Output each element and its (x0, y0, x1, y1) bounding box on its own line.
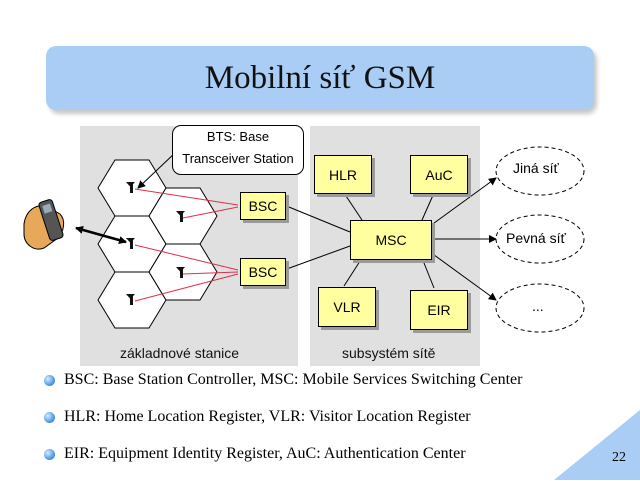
bullet-text: EIR: Equipment Identity Register, AuC: A… (64, 445, 466, 462)
auc-node: AuC (410, 155, 468, 194)
msc-hlr-link (343, 192, 363, 221)
msc-node: MSC (350, 220, 432, 260)
bullet-dot-icon (44, 374, 55, 386)
cloud-label-more: ... (532, 298, 544, 314)
cloud-label-fixed-network: Pevná síť (506, 230, 566, 246)
bts-link (134, 244, 239, 271)
msc-eir-link (421, 257, 435, 289)
bsc-msc-link (283, 204, 351, 233)
radio-link (75, 226, 127, 244)
bts-link (134, 273, 239, 302)
page-number: 22 (612, 450, 626, 465)
link-more-networks (429, 251, 497, 301)
antenna-icon (176, 267, 185, 278)
bullet-item: BSC: Base Station Controller, MSC: Mobil… (44, 370, 604, 390)
antenna-icon (126, 294, 135, 305)
bullet-dot-icon (44, 411, 55, 423)
antenna-icon (126, 182, 135, 193)
bullet-item: EIR: Equipment Identity Register, AuC: A… (44, 444, 604, 464)
bts-link (182, 271, 239, 275)
bts-bsc-links (134, 188, 239, 302)
bullet-text: BSC: Base Station Controller, MSC: Mobil… (64, 371, 523, 388)
vlr-node: VLR (318, 287, 376, 327)
legend-bullet-list: BSC: Base Station Controller, MSC: Mobil… (44, 370, 604, 481)
link-other-network (429, 177, 497, 227)
cloud-more (495, 283, 585, 333)
bts-callout: BTS: Base Transceiver Station (172, 125, 304, 175)
slide-title: Mobilní síť GSM (46, 46, 594, 110)
bts-callout-line1: BTS: Base (206, 129, 270, 144)
bsc-msc-links (283, 204, 351, 271)
bts-callout-line2: Transceiver Station (182, 151, 294, 166)
cloud-other-network (495, 146, 585, 196)
bullet-dot-icon (44, 448, 55, 460)
hlr-node: HLR (314, 155, 372, 194)
bsc-node-top: BSC (240, 192, 286, 220)
bullet-item: HLR: Home Location Register, VLR: Visito… (44, 407, 604, 427)
msc-vlr-link (343, 257, 363, 287)
eir-node: EIR (410, 290, 468, 330)
msc-register-links (343, 192, 435, 289)
corner-decoration (554, 410, 640, 480)
bts-antenna-icons (126, 182, 185, 305)
mobile-phone-icon (23, 199, 65, 250)
msc-auc-link (421, 192, 435, 221)
clouds (495, 146, 585, 333)
bsc-msc-link (283, 245, 351, 271)
msc-external-links (429, 177, 497, 301)
bsc-node-bottom: BSC (240, 258, 286, 286)
bts-link (182, 206, 239, 219)
cloud-fixed-network (495, 214, 585, 264)
callout-pointer (137, 151, 177, 189)
antenna-icon (176, 211, 185, 222)
cloud-label-other-network: Jiná síť (513, 160, 559, 176)
bullet-text: HLR: Home Location Register, VLR: Visito… (64, 408, 471, 425)
base-stations-label: základnové stanice (120, 345, 240, 361)
network-subsystem-label: subsystém sítě (342, 345, 436, 361)
antenna-icon (126, 238, 135, 249)
cell-hexagons (97, 159, 218, 329)
bts-link (134, 188, 239, 206)
